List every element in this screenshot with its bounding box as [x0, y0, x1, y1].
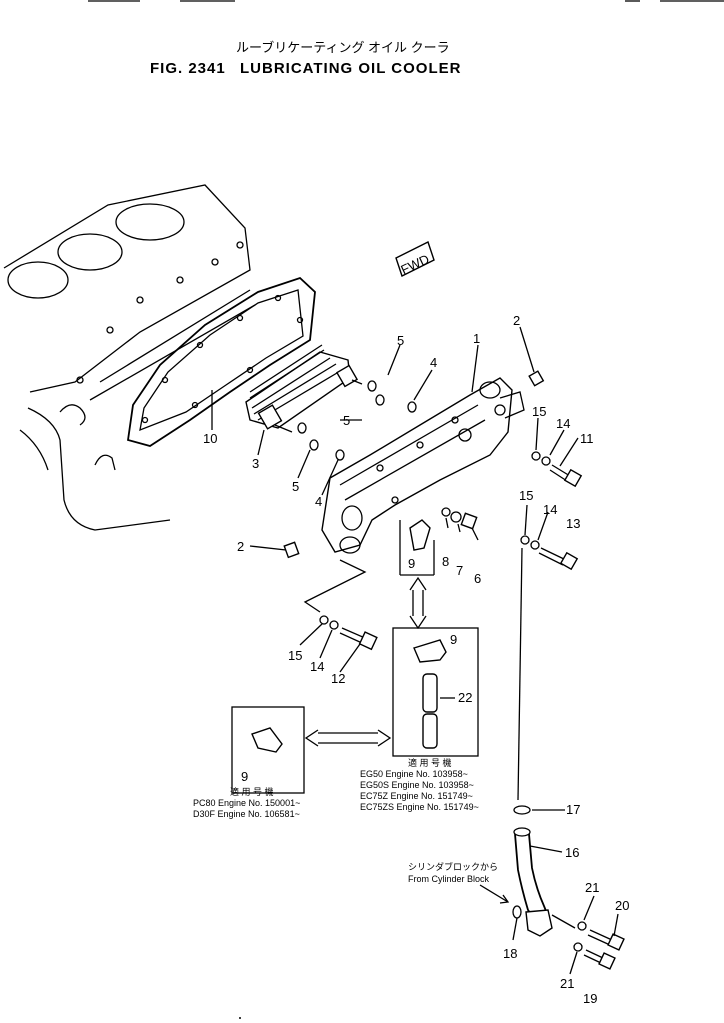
connector-part-9-main	[399, 519, 435, 576]
callout-13: 13	[566, 516, 580, 531]
callout-12: 12	[331, 671, 345, 686]
applicability-row: EG50S Engine No. 103958~	[360, 780, 474, 790]
fittings-parts-6-7-8	[441, 507, 478, 530]
leader-line	[517, 547, 523, 801]
callout-9: 9	[408, 556, 415, 571]
bolts-parts-19-20-21	[551, 914, 625, 970]
callout-14: 14	[310, 659, 324, 674]
applicability-heading: 適 用 号 機	[408, 757, 452, 768]
from-block-en: From Cylinder Block	[408, 874, 490, 884]
gasket-part-10	[126, 276, 316, 447]
callout-2: 2	[237, 539, 244, 554]
callout-21: 21	[560, 976, 574, 991]
pipe-part-16	[512, 827, 553, 937]
callout-numbers: 1 2 2 3 4 4 5 5 5 6 7 8 9 9 9 10 11 12 1…	[203, 313, 629, 1006]
double-arrow-horizontal	[304, 729, 392, 747]
callout-14: 14	[556, 416, 570, 431]
callout-leaders	[211, 326, 619, 975]
callout-17: 17	[566, 802, 580, 817]
callout-1: 1	[473, 331, 480, 346]
callout-9: 9	[450, 632, 457, 647]
from-block-jp: シリンダブロックから	[408, 861, 498, 872]
applicability-left: 適 用 号 機 PC80 Engine No. 150001~ D30F Eng…	[193, 786, 300, 819]
callout-16: 16	[565, 845, 579, 860]
callout-21: 21	[585, 880, 599, 895]
callout-15: 15	[288, 648, 302, 663]
callout-20: 20	[615, 898, 629, 913]
double-arrow-vertical	[409, 576, 427, 630]
applicability-right: 適 用 号 機 EG50 Engine No. 103958~ EG50S En…	[360, 757, 479, 812]
callout-5: 5	[292, 479, 299, 494]
callout-7: 7	[456, 563, 463, 578]
callout-22: 22	[458, 690, 472, 705]
variant-box-left	[231, 706, 305, 794]
callout-4: 4	[315, 494, 322, 509]
callout-5: 5	[397, 333, 404, 348]
applicability-row: EC75ZS Engine No. 151749~	[360, 802, 479, 812]
callout-14: 14	[543, 502, 557, 517]
callout-5: 5	[343, 413, 350, 428]
forward-direction-sign: FWD	[395, 241, 435, 277]
plug-part-2	[283, 370, 545, 559]
callout-6: 6	[474, 571, 481, 586]
cooler-cover-part-1	[321, 377, 525, 554]
engine-block	[3, 184, 256, 531]
callout-4: 4	[430, 355, 437, 370]
callout-11: 11	[580, 431, 594, 446]
o-rings	[297, 380, 417, 461]
title-japanese: ルーブリケーティング オイル クーラ	[236, 40, 450, 55]
bolt-part-13	[520, 535, 579, 571]
callout-3: 3	[252, 456, 259, 471]
applicability-row: D30F Engine No. 106581~	[193, 809, 300, 819]
figure-title: LUBRICATING OIL COOLER	[240, 60, 461, 77]
callout-15: 15	[519, 488, 533, 503]
callout-8: 8	[442, 554, 449, 569]
applicability-row: EG50 Engine No. 103958~	[360, 769, 468, 779]
bolt-part-11	[531, 451, 583, 488]
callout-15: 15	[532, 404, 546, 419]
callout-9: 9	[241, 769, 248, 784]
callout-2: 2	[513, 313, 520, 328]
callout-18: 18	[503, 946, 517, 961]
o-ring-part-17	[513, 805, 531, 815]
applicability-heading: 適 用 号 機	[230, 786, 274, 797]
callout-10: 10	[203, 431, 217, 446]
figure-number: FIG. 2341	[150, 60, 226, 77]
applicability-row: EC75Z Engine No. 151749~	[360, 791, 473, 801]
callout-19: 19	[583, 991, 597, 1006]
leader-bracket	[303, 559, 367, 613]
applicability-row: PC80 Engine No. 150001~	[193, 798, 300, 808]
from-block-arrow	[479, 884, 510, 904]
variant-box-right	[392, 627, 479, 757]
bolt-part-12	[319, 615, 378, 651]
cooler-element-part-3	[245, 344, 363, 433]
scan-dot	[239, 1017, 241, 1019]
